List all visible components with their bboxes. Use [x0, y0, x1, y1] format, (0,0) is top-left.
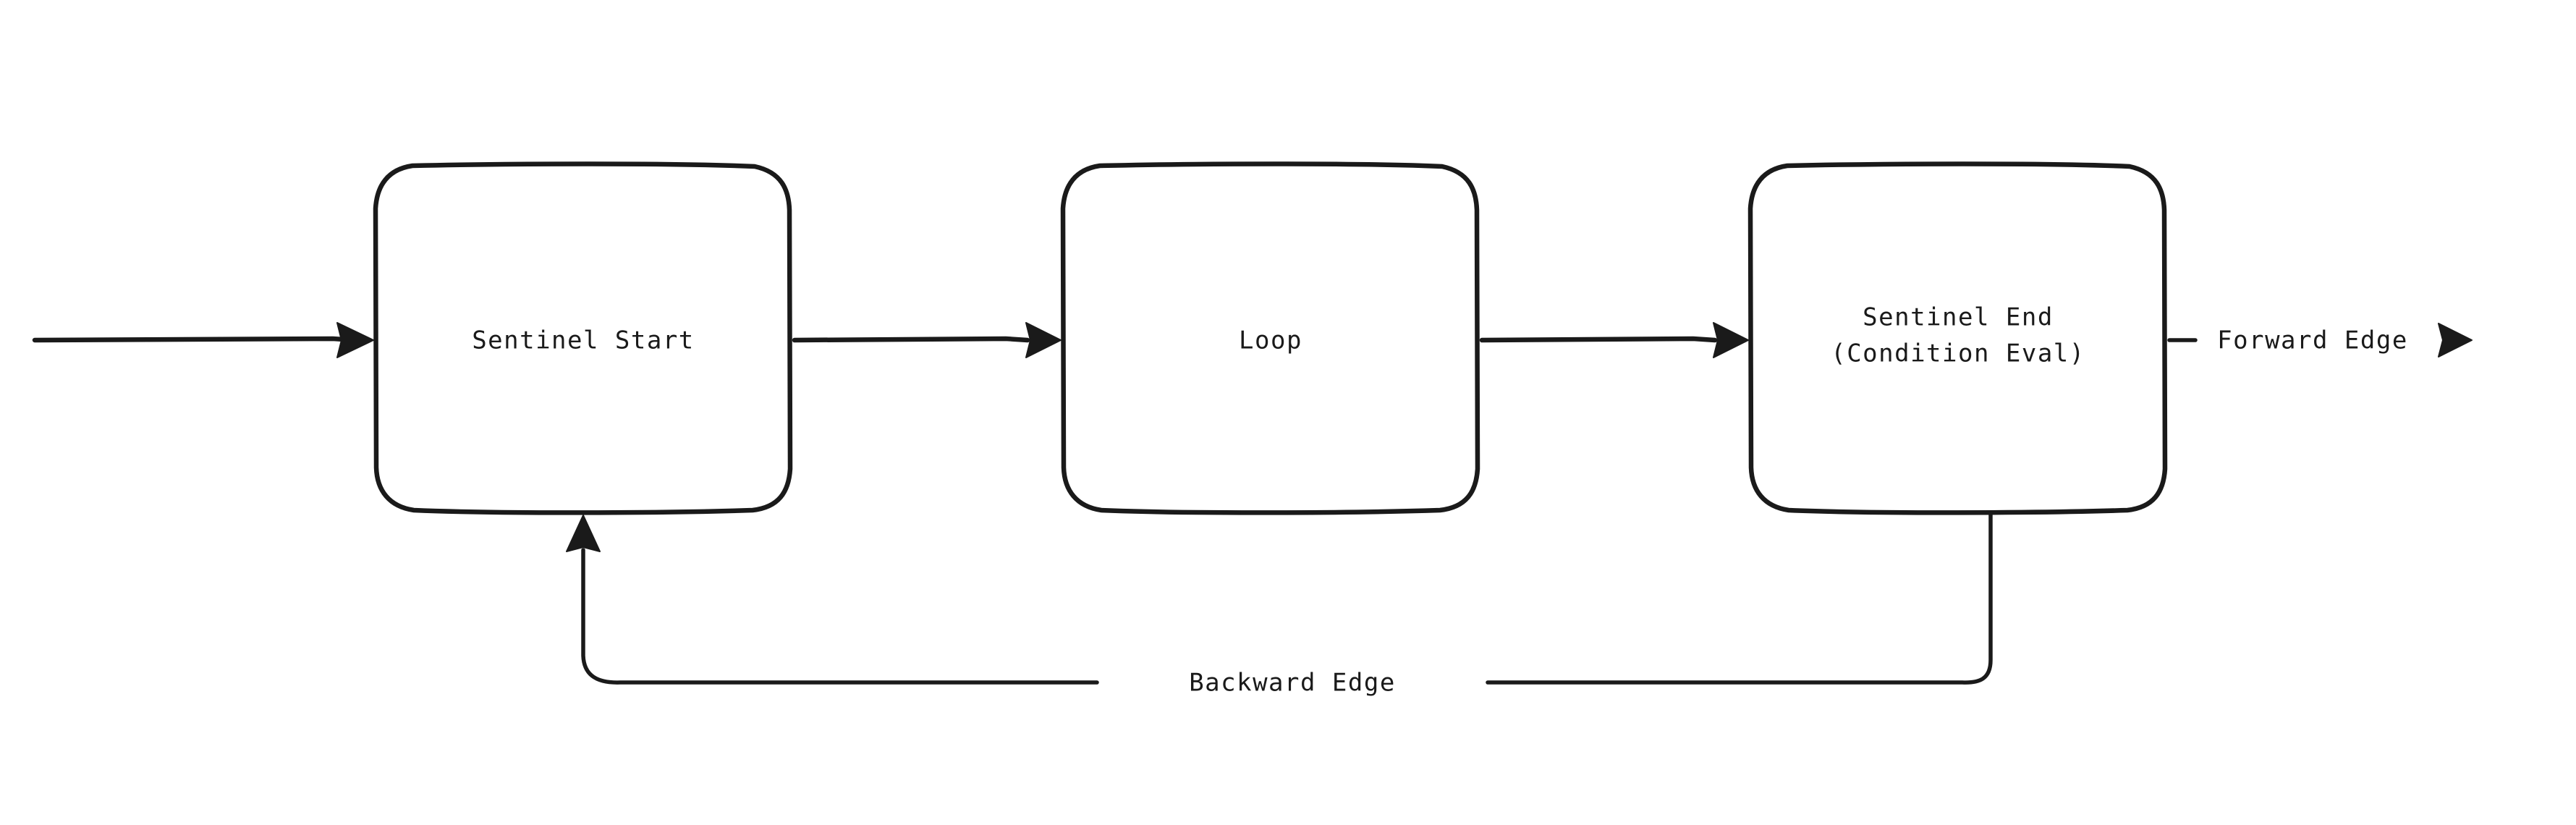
edge-start-to-loop	[792, 322, 1062, 358]
backward-edge-label: Backward Edge	[1189, 669, 1396, 698]
sentinel-end-label-line-2: (Condition Eval)	[1831, 339, 2085, 368]
entry-edge-line	[32, 336, 357, 343]
start-to-loop-arrowhead	[1025, 322, 1062, 358]
loop-to-end-arrowhead	[1713, 322, 1749, 358]
edge-loop-to-end	[1479, 322, 1749, 358]
node-sentinel-end[interactable]: Sentinel End (Condition Eval)	[1747, 161, 2168, 515]
backward-edge-right-segment	[1486, 512, 1993, 685]
loop-to-end-line	[1479, 336, 1718, 343]
sentinel-start-shape	[373, 161, 793, 515]
edge-entry-edge	[32, 322, 374, 358]
forward-edge-label: Forward Edge	[2217, 326, 2408, 355]
backward-edge-left-segment	[581, 548, 1099, 685]
loop-shape	[1060, 161, 1480, 515]
entry-edge-arrowhead	[336, 322, 374, 358]
sentinel-end-shape	[1747, 161, 2168, 515]
edge-backward-edge: Backward Edge	[566, 512, 1993, 698]
sentinel-start-label: Sentinel Start	[472, 326, 695, 355]
sentinel-end-label-line-1: Sentinel End	[1863, 303, 2054, 332]
node-loop[interactable]: Loop	[1060, 161, 1480, 515]
loop-label: Loop	[1239, 326, 1302, 355]
start-to-loop-line	[792, 336, 1030, 343]
node-sentinel-start[interactable]: Sentinel Start	[373, 161, 793, 515]
backward-edge-arrowhead	[566, 515, 601, 552]
forward-edge-arrowhead	[2438, 323, 2473, 358]
edge-forward-edge: Forward Edge	[2167, 323, 2473, 358]
